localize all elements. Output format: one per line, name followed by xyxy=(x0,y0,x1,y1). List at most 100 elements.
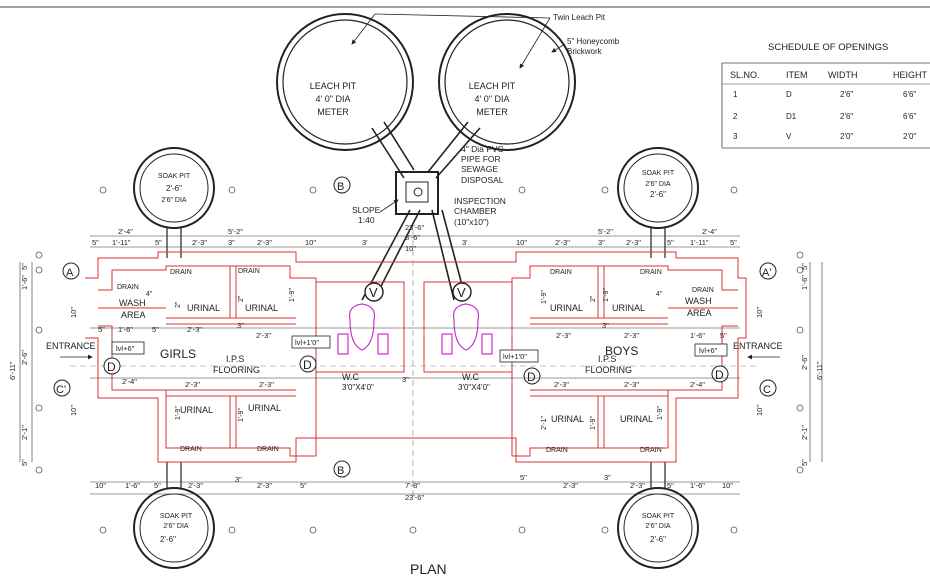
label-dims-d_5-167: 5" xyxy=(800,459,809,466)
level-tags: lvl+6" lvl+1'0" lvl+1'0" lvl+6" xyxy=(111,335,728,363)
room-label-girls: GIRLS xyxy=(160,347,196,361)
schedule-header-width: WIDTH xyxy=(828,70,858,80)
label-dims-d_2_4-131: 2'-4" xyxy=(122,377,137,386)
label-dims-d_1_6-154: 1'-6" xyxy=(20,275,29,290)
schedule-title: SCHEDULE OF OPENINGS xyxy=(768,42,888,53)
label-dims-d_23_6-107: 23'-6" xyxy=(405,223,424,232)
label-dims-d_2_3-123: 2'-3" xyxy=(187,325,202,334)
label-dims-d_1_9-173: 1'-9" xyxy=(175,406,182,420)
label-dims-d_2_3-104: 2'-3" xyxy=(257,238,272,247)
schedule-header-height: HEIGHT xyxy=(893,70,928,80)
schedule-r2-c1: 2 xyxy=(733,112,738,121)
label-soak_pits-1-l2-39: 2'6" DIA xyxy=(645,181,671,188)
label-dims-d_2_3-141: 2'-3" xyxy=(188,481,203,490)
label-dims-d_5-116: 5" xyxy=(667,238,674,247)
label-dims-d_10in-160: 10" xyxy=(69,307,78,318)
label-dims-d_3in-103: 3" xyxy=(228,238,235,247)
label-dims-d_1_11-99: 1'-11" xyxy=(112,238,131,247)
wc-left-label: W.C xyxy=(342,372,359,382)
label-dims-d_4-181: 4" xyxy=(146,291,153,298)
schedule-r1-c2: D xyxy=(786,90,792,99)
leach-pit-right: LEACH PIT 4' 0" DIA METER xyxy=(438,13,576,151)
wc-left-size: 3'0"X4'0" xyxy=(342,383,374,392)
label-door_tags-d-88: D xyxy=(715,368,724,382)
leach-pit-right-l3: METER xyxy=(476,107,508,117)
label-dims-d_2-171: 2" xyxy=(238,295,245,302)
label-door_tags-d-85: D xyxy=(107,360,116,374)
label-dims-d_4-182: 4" xyxy=(656,291,663,298)
label-dims-d_1_9-177: 1'-9" xyxy=(603,288,610,302)
wc-right-label: W.C xyxy=(462,372,479,382)
label-levels-lvl10-82: lvl+1'0" xyxy=(295,338,319,347)
urinal-g3: URINAL xyxy=(180,405,213,415)
leach-pit-left-l2: 4' 0" DIA xyxy=(316,94,351,104)
boys-wash-1: WASH xyxy=(685,296,712,306)
boys-ips-1: I.P.S xyxy=(598,354,616,364)
label-section_marks-c-96: C xyxy=(763,384,771,396)
label-dims-d_2_3-133: 2'-3" xyxy=(259,380,274,389)
label-dims-d_6_11-164: 6'-11" xyxy=(815,361,824,380)
label-soak_pits-0-l3-37: 2'6" DIA xyxy=(161,197,187,204)
drain-b3: DRAIN xyxy=(692,287,714,294)
label-dims-d_10-109: 10" xyxy=(405,244,416,253)
drain-b1: DRAIN xyxy=(550,269,572,276)
leach-pit-left-l1: LEACH PIT xyxy=(310,81,357,91)
section-marks: A A' B B C' C xyxy=(53,176,777,478)
label-soak_pits-3-l1-44: SOAK PIT xyxy=(642,513,675,520)
callout-slope-1: SLOPE xyxy=(352,205,381,215)
leach-pit-left-l3: METER xyxy=(317,107,349,117)
schedule-header-slno: SL.NO. xyxy=(730,70,760,80)
schedule-r3-c2: V xyxy=(786,132,792,141)
drain-g5: DRAIN xyxy=(257,446,279,453)
entrance-left: ENTRANCE xyxy=(46,341,96,351)
callout-slope-2: 1:40 xyxy=(358,215,375,225)
label-door_tags-v-89: V xyxy=(369,285,378,300)
label-section_marks-b-94: B xyxy=(337,465,344,477)
label-dims-d_1_6-152: 1'-6" xyxy=(690,481,705,490)
schedule-header-item: ITEM xyxy=(786,70,808,80)
drain-g2: DRAIN xyxy=(238,268,260,275)
label-dims-d_5-122: 5" xyxy=(152,325,159,334)
schedule-r3-c3: 2'0" xyxy=(840,132,853,141)
label-dims-d_2_6-165: 2'-6" xyxy=(800,355,809,370)
leach-pit-right-l1: LEACH PIT xyxy=(469,81,516,91)
label-section_marks-c_prime-95: C' xyxy=(56,384,66,396)
label-dims-d_1_6-121: 1'-6" xyxy=(118,325,133,334)
schedule-r2-c3: 2'6" xyxy=(840,112,853,121)
schedule-r1-c1: 1 xyxy=(733,90,738,99)
label-dims-d_1_6-162: 1'-6" xyxy=(800,275,809,290)
girls-wash-1: WASH xyxy=(119,298,146,308)
label-dims-d_10in-169: 10" xyxy=(755,405,764,416)
label-dims-d_2_3-143: 2'-3" xyxy=(257,481,272,490)
sewage-pipes xyxy=(361,121,481,301)
girls-ips-1: I.P.S xyxy=(226,354,244,364)
schedule-of-openings: SCHEDULE OF OPENINGS SL.NO. ITEM WIDTH H… xyxy=(721,42,930,149)
label-dims-d_1_9-172: 1'-9" xyxy=(289,288,296,302)
label-dims-d_2_1-178: 2'-1" xyxy=(541,416,548,430)
entrance-right: ENTRANCE xyxy=(733,341,783,351)
label-dims-d_5_2-102: 5'-2" xyxy=(228,227,243,236)
drain-g1: DRAIN xyxy=(170,269,192,276)
label-section_marks-a_prime-92: A' xyxy=(762,267,771,279)
callout-honeycomb-2: Brickwork xyxy=(567,47,603,56)
label-dims-d_3in-114: 3" xyxy=(598,238,605,247)
label-dims-d_10-111: 10" xyxy=(516,238,527,247)
label-dims-d_2_3-132: 2'-3" xyxy=(185,380,200,389)
callout-pvc-3: SEWAGE xyxy=(461,164,498,174)
schedule-r1-c4: 6'6" xyxy=(903,90,916,99)
wc-right-size: 3'0"X4'0" xyxy=(458,383,490,392)
label-dims-d_7_8-145: 7'-8" xyxy=(405,481,420,490)
label-dims-d_2_3-126: 2'-3" xyxy=(556,331,571,340)
label-levels-lvl6-84: lvl+6" xyxy=(699,346,718,355)
label-dims-d_5-130: 5" xyxy=(720,331,727,340)
label-dims-d_5-151: 5" xyxy=(667,481,674,490)
label-dims-d_2_3-150: 2'-3" xyxy=(630,481,645,490)
callout-twin-leach-pit: Twin Leach Pit xyxy=(553,13,606,22)
label-soak_pits-1-l1-38: SOAK PIT xyxy=(642,170,675,177)
label-dims-d_2_6-157: 2'-6" xyxy=(20,350,29,365)
schedule-r3-c4: 2'0" xyxy=(903,132,916,141)
label-dims-d_2-176: 2" xyxy=(590,295,597,302)
label-dims-d_1_9-180: 1'-9" xyxy=(657,406,664,420)
label-dims-d_2_4-137: 2'-4" xyxy=(690,380,705,389)
